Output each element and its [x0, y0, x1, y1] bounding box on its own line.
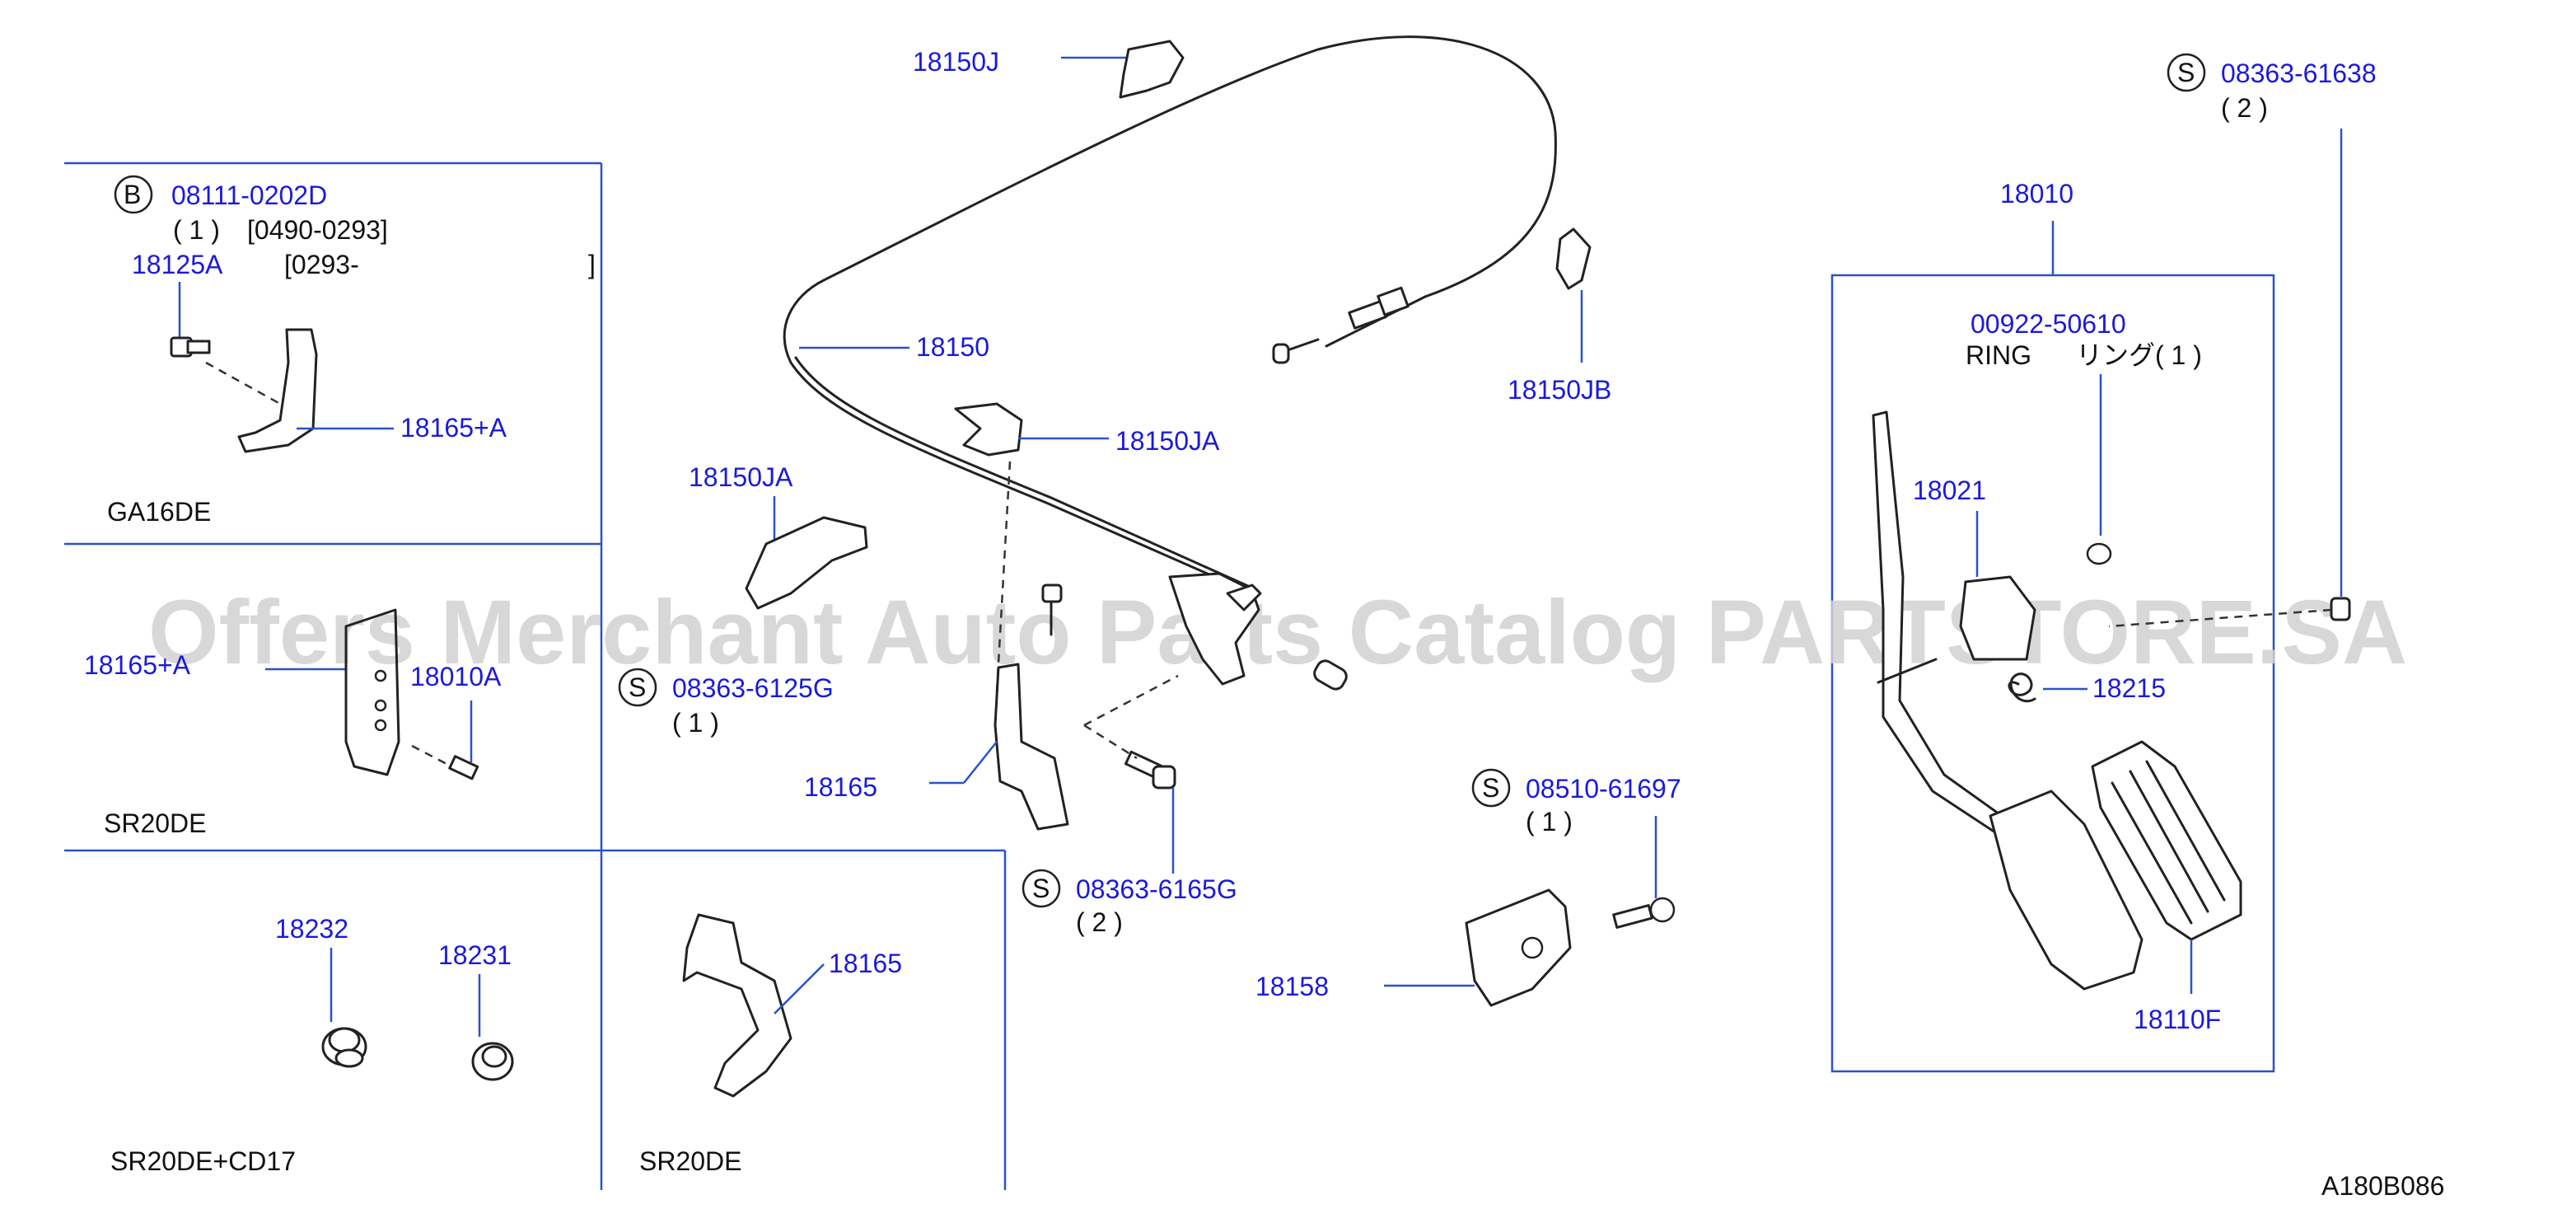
date-18125A-end: ]	[588, 250, 596, 279]
part-label-00922-50610[interactable]: 00922-50610	[1971, 309, 2126, 339]
screw-08363-61638-group: S 08363-61638 ( 2 )	[2108, 53, 2377, 628]
bracket-18165-mid-group: 18165	[804, 663, 1179, 831]
bracket-18165A-mid-icon	[344, 608, 400, 776]
part-label-18150[interactable]: 18150	[916, 332, 989, 362]
part-label-18150JA-right[interactable]: 18150JA	[1115, 426, 1220, 456]
bracket-18165-icon	[237, 328, 318, 453]
linkage-bracket-icon	[1168, 572, 1262, 686]
bracket-18165-lower-icon	[682, 913, 792, 1098]
clip-18150J-group: 18150J	[913, 40, 1185, 99]
bolt-08363-6125G-icon	[1041, 583, 1063, 636]
bolt-08363-6165G-icon	[1124, 750, 1176, 790]
part-label-18125A[interactable]: 18125A	[132, 250, 223, 279]
part-label-08363-61638[interactable]: 08363-61638	[2221, 59, 2377, 88]
bolt-08363-6165G-group: S 08363-6165G ( 2 )	[1022, 724, 1237, 937]
svg-text:S: S	[1032, 874, 1050, 903]
svg-text:S: S	[2177, 58, 2195, 87]
pedal-pad-18110F-icon	[2091, 740, 2242, 941]
engine-label-sr20de-cd17: SR20DE+CD17	[110, 1146, 296, 1176]
cable-end-icon	[1272, 286, 1410, 364]
part-label-18150J[interactable]: 18150J	[913, 47, 999, 77]
part-label-08363-6165G[interactable]: 08363-6165G	[1076, 874, 1237, 904]
part-label-18158[interactable]: 18158	[1255, 972, 1329, 1001]
part-label-18165-lower[interactable]: 18165	[829, 949, 902, 978]
clip-18150JA-right-icon	[954, 402, 1023, 457]
part-label-18110F[interactable]: 18110F	[2134, 1005, 2221, 1034]
part-label-18021[interactable]: 18021	[1913, 476, 1986, 505]
part-label-18231[interactable]: 18231	[438, 940, 512, 970]
part-label-18165-mid[interactable]: 18165	[804, 772, 877, 802]
part-label-08363-6125G[interactable]: 08363-6125G	[672, 673, 834, 703]
s-symbol-icon	[618, 668, 657, 707]
clip-18150J-icon	[1119, 40, 1185, 99]
part-label-18232[interactable]: 18232	[275, 914, 348, 944]
clip-18150JA-left-icon	[745, 516, 868, 610]
qty-08363-6125G: ( 1 )	[672, 708, 719, 738]
qty-08111: ( 1 )	[173, 215, 220, 245]
clip-18150JB-group: 18150JB	[1508, 227, 1611, 405]
bolt-18125A-icon	[170, 336, 211, 358]
panel-sr20de-b: 18165 SR20DE	[639, 913, 902, 1176]
engine-label-sr20de-b: SR20DE	[639, 1146, 742, 1176]
s-symbol-icon	[2167, 53, 2206, 92]
engine-label-ga16de: GA16DE	[107, 497, 211, 527]
screw-08510-icon	[1612, 897, 1676, 929]
part-label-18150JA-left[interactable]: 18150JA	[689, 462, 793, 492]
date-18125A-start: [0293-	[284, 250, 359, 279]
part-label-18165A-mid[interactable]: 18165+A	[84, 650, 191, 680]
svg-text:S: S	[629, 672, 646, 702]
grommet-18231-icon	[471, 1042, 514, 1081]
panel-frames	[64, 162, 2275, 1190]
accelerator-cable-group: 18150	[783, 35, 1557, 691]
qty-08510-61697: ( 1 )	[1526, 807, 1573, 836]
part-label-18165A-top[interactable]: 18165+A	[400, 413, 507, 443]
clip-18150JB-icon	[1555, 227, 1592, 290]
part-label-18150JB[interactable]: 18150JB	[1508, 375, 1611, 405]
panel-ga16de: B 08111-0202D ( 1 ) [0490-0293] 18125A […	[107, 175, 596, 527]
engine-label-sr20de-a: SR20DE	[104, 808, 207, 838]
svg-text:S: S	[1482, 773, 1499, 803]
s-symbol-icon	[1471, 768, 1511, 808]
b-symbol-icon	[114, 175, 153, 214]
bolt-08363-6125G-group: S 08363-6125G ( 1 )	[618, 583, 1063, 738]
clip-18150JA-left-group: 18150JA	[689, 462, 868, 610]
s-symbol-icon	[1022, 869, 1061, 908]
screw-08363-61638-icon	[2330, 597, 2351, 621]
part-label-18010[interactable]: 18010	[2000, 179, 2073, 209]
part-label-18010A[interactable]: 18010A	[410, 662, 502, 691]
diagram-id: A180B086	[2321, 1171, 2444, 1201]
panel-sr20de-a: 18165+A 18010A SR20DE	[84, 608, 502, 838]
stopper-18158-group: S 08510-61697 ( 1 ) 18158	[1255, 768, 1681, 1007]
part-label-18215[interactable]: 18215	[2092, 673, 2166, 703]
qty-08363-6165G: ( 2 )	[1076, 907, 1123, 937]
pedal-assembly-18010: 18010 00922-50610 RING リング( 1 ) 18021 18…	[1872, 179, 2242, 1034]
stopper-18158-icon	[1465, 888, 1572, 1007]
accelerator-cable-icon	[783, 35, 1557, 595]
ring-00922-icon	[2086, 542, 2112, 565]
spring-18215-icon	[2008, 672, 2036, 703]
part-label-08510-61697[interactable]: 08510-61697	[1526, 774, 1681, 804]
part-name-ring: RING	[1966, 340, 2031, 370]
bracket-18165-mid-icon	[993, 663, 1069, 831]
cable-boot-icon	[1313, 659, 1348, 691]
panel-sr20de-cd17: 18232 18231 SR20DE+CD17	[110, 914, 514, 1176]
screw-18010A-icon	[448, 755, 479, 780]
clip-18150JA-right-group: 18150JA	[954, 402, 1220, 693]
pedal-pad-base-icon	[1989, 790, 2144, 991]
svg-text:B: B	[124, 180, 141, 209]
pivot-bracket-icon	[1959, 575, 2036, 661]
qty-08363-61638: ( 2 )	[2221, 93, 2268, 123]
date-08111: [0490-0293]	[247, 215, 388, 245]
grommet-18232-icon	[321, 1027, 367, 1068]
part-label-08111-0202D[interactable]: 08111-0202D	[171, 180, 327, 210]
part-name-ring-jp: リング( 1 )	[2076, 340, 2202, 370]
